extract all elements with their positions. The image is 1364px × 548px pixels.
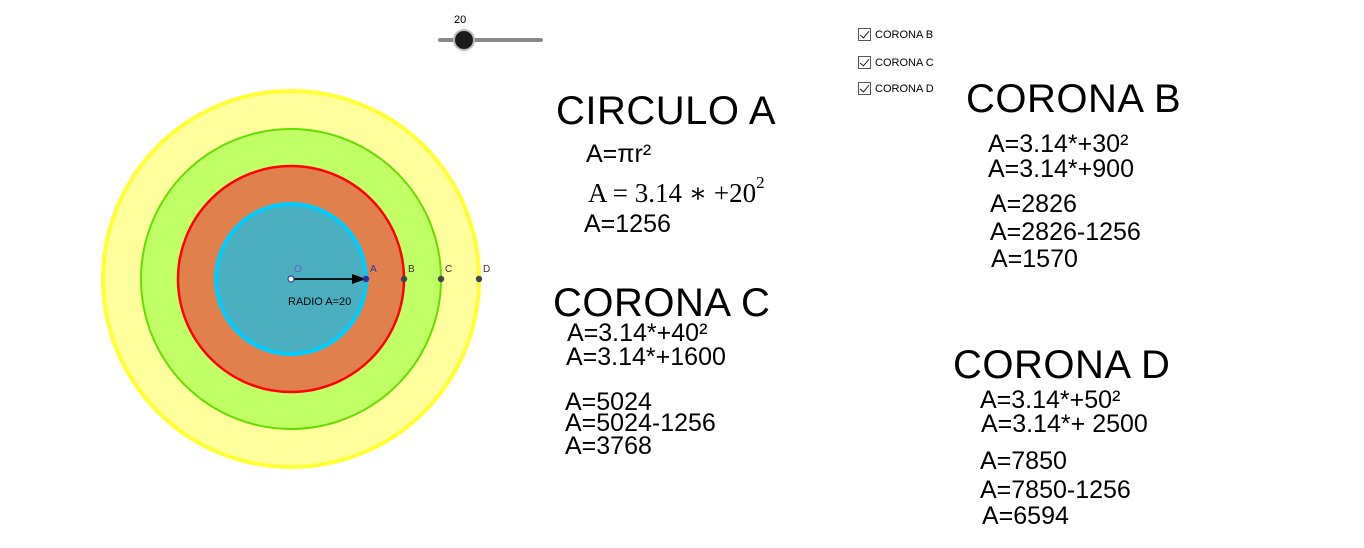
corona-d-line: A=3.14*+50² (980, 386, 1121, 414)
corona-b-title: CORONA B (966, 77, 1182, 121)
point-a[interactable] (362, 275, 370, 283)
corona-c-line: A=5024-1256 (565, 409, 716, 437)
corona-d-line: A=6594 (982, 502, 1069, 530)
point-b-label: B (408, 264, 415, 275)
corona-b-line: A=2826 (990, 190, 1077, 218)
slider-value: 20 (454, 14, 467, 26)
substitution-exponent: 2 (756, 173, 765, 192)
checkbox-corona-c[interactable]: CORONA C (858, 56, 934, 69)
point-d-label: D (483, 264, 490, 275)
corona-b-line: A=1570 (991, 245, 1078, 273)
corona-c-line: A=5024 (565, 388, 652, 416)
checkbox-corona-b[interactable]: CORONA B (858, 28, 933, 41)
checkbox-label: CORONA D (875, 82, 934, 95)
checkbox-label: CORONA B (875, 28, 934, 41)
radius-slider-handle[interactable] (455, 31, 474, 49)
checkbox-checked-icon[interactable] (858, 56, 871, 69)
circulo-a-substitution: A = 3.14 ∗ +202 (588, 173, 765, 209)
circulo-a-formula: A=πr² (586, 140, 652, 168)
corona-c-title: CORONA C (553, 281, 771, 325)
checkbox-checked-icon[interactable] (858, 28, 871, 41)
point-c[interactable] (437, 275, 445, 283)
corona-d-line: A=7850-1256 (980, 476, 1131, 504)
corona-b-line: A=3.14*+900 (988, 155, 1134, 183)
point-d[interactable] (475, 275, 483, 283)
corona-b-line: A=3.14*+30² (988, 130, 1129, 158)
corona-d-line: A=7850 (980, 447, 1067, 475)
corona-c-line: A=3768 (565, 432, 652, 460)
circulo-a-title: CIRCULO A (556, 89, 777, 133)
corona-b-line: A=2826-1256 (990, 218, 1141, 246)
checkbox-corona-d[interactable]: CORONA D (858, 82, 934, 95)
point-a-label: A (370, 264, 377, 275)
circulo-a-result: A=1256 (584, 210, 671, 238)
radius-slider-track[interactable] (438, 38, 543, 42)
corona-c-line: A=3.14*+40² (567, 319, 708, 347)
checkbox-label: CORONA C (875, 56, 934, 69)
corona-d-title: CORONA D (953, 343, 1171, 387)
corona-c-line: A=3.14*+1600 (566, 343, 726, 371)
arrow-head-icon (352, 274, 366, 284)
checkbox-checked-icon[interactable] (858, 82, 871, 95)
corona-d-line: A=3.14*+ 2500 (981, 410, 1148, 438)
point-c-label: C (445, 264, 452, 275)
radius-label: RADIO A=20 (288, 296, 351, 308)
point-b[interactable] (400, 275, 408, 283)
center-point[interactable] (287, 275, 295, 283)
center-label: O (294, 264, 302, 275)
substitution-text: A = 3.14 ∗ +20 (588, 178, 757, 208)
concentric-circles-canvas[interactable]: O A B C D RADIO A=20 (0, 0, 560, 548)
